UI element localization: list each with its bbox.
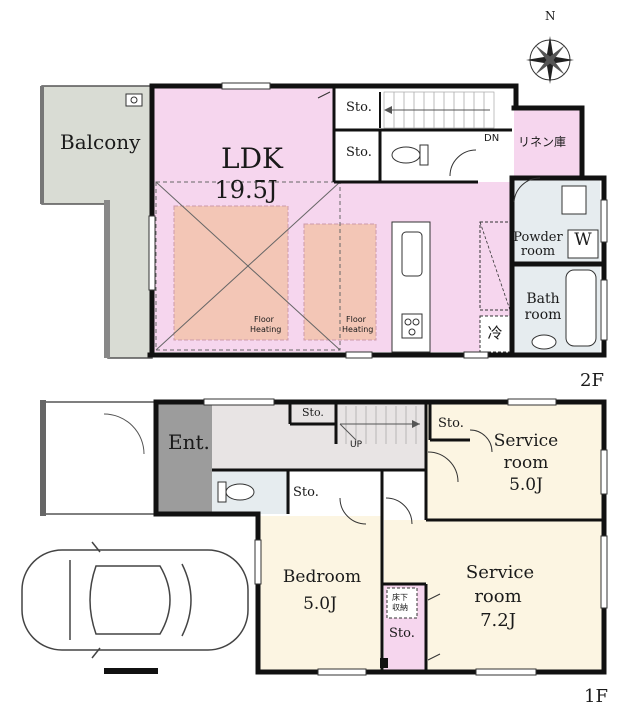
ldk-title: LDK xyxy=(221,142,283,175)
bedroom-label: Bedroom xyxy=(282,567,362,587)
linen-label: リネン庫 xyxy=(518,135,567,149)
service-room-b-label-2: room xyxy=(474,586,522,607)
bath-room-label-2: room xyxy=(524,307,562,323)
washer-box xyxy=(567,229,599,259)
faucet-icon xyxy=(125,93,143,107)
service-room-a-label-1: Service xyxy=(493,431,559,451)
floor-heating-2-label-a: Floor xyxy=(346,315,366,324)
bath-room-label-1: Bath xyxy=(526,291,560,307)
balcony-area xyxy=(41,85,153,359)
service-room-b-size: 7.2J xyxy=(480,610,516,631)
floor-heating-1-label-b: Heating xyxy=(250,325,282,334)
scale-bar xyxy=(104,668,158,674)
toilet-2f xyxy=(391,146,421,164)
car-icon xyxy=(21,541,249,659)
stairs-down-label: DN xyxy=(484,133,500,144)
balcony-rail xyxy=(40,86,44,204)
floor-1 xyxy=(21,398,608,676)
service-room-b-label-1: Service xyxy=(465,562,535,583)
balcony-rail xyxy=(104,200,110,358)
ldk-size: 19.5J xyxy=(214,176,278,204)
service-room-a-area xyxy=(426,402,604,520)
bathtub xyxy=(565,269,597,347)
void-outline xyxy=(155,181,341,351)
floor-heating-2-label-b: Heating xyxy=(342,325,374,334)
storage-a-label: Sto. xyxy=(346,100,372,115)
entrance-label: Ent. xyxy=(168,430,210,454)
underfloor-label-1: 床下 xyxy=(392,593,408,602)
powder-room-label-1: Powder xyxy=(513,230,563,245)
carport xyxy=(41,401,157,515)
compass-north-label: N xyxy=(545,9,556,23)
powder-room-label-2: room xyxy=(520,244,556,259)
floor-2 xyxy=(40,82,608,359)
bath-sink xyxy=(531,334,557,350)
balcony-label: Balcony xyxy=(60,130,141,154)
washer-label: W xyxy=(574,230,592,250)
storage-b-label: Sto. xyxy=(346,145,372,160)
closet-storage-label: Sto. xyxy=(389,626,415,641)
service-storage-label: Sto. xyxy=(438,416,464,431)
bedroom-area xyxy=(258,516,382,670)
floor-1-label: 1F xyxy=(584,686,608,707)
floor-2-label: 2F xyxy=(580,370,604,391)
toilet-1f xyxy=(225,483,255,501)
service-room-a-size: 5.0J xyxy=(509,475,543,495)
wc-storage-label: Sto. xyxy=(293,485,319,500)
floor-heating-zone-1 xyxy=(173,205,289,341)
pantry-dashed xyxy=(479,221,511,311)
washbasin xyxy=(561,185,587,215)
cooktop xyxy=(401,313,423,339)
hall-storage-label: Sto. xyxy=(302,406,324,419)
service-room-a-label-2: room xyxy=(503,453,549,473)
floor-heating-1-label-a: Floor xyxy=(254,315,274,324)
kitchen-sink xyxy=(401,231,423,277)
compass-icon xyxy=(526,36,574,84)
bedroom-size: 5.0J xyxy=(303,594,337,614)
stairs-up-label: UP xyxy=(350,440,363,450)
linen-closet xyxy=(514,108,580,178)
underfloor-label-2: 収納 xyxy=(392,603,408,612)
fridge-label: 冷 xyxy=(487,324,503,342)
